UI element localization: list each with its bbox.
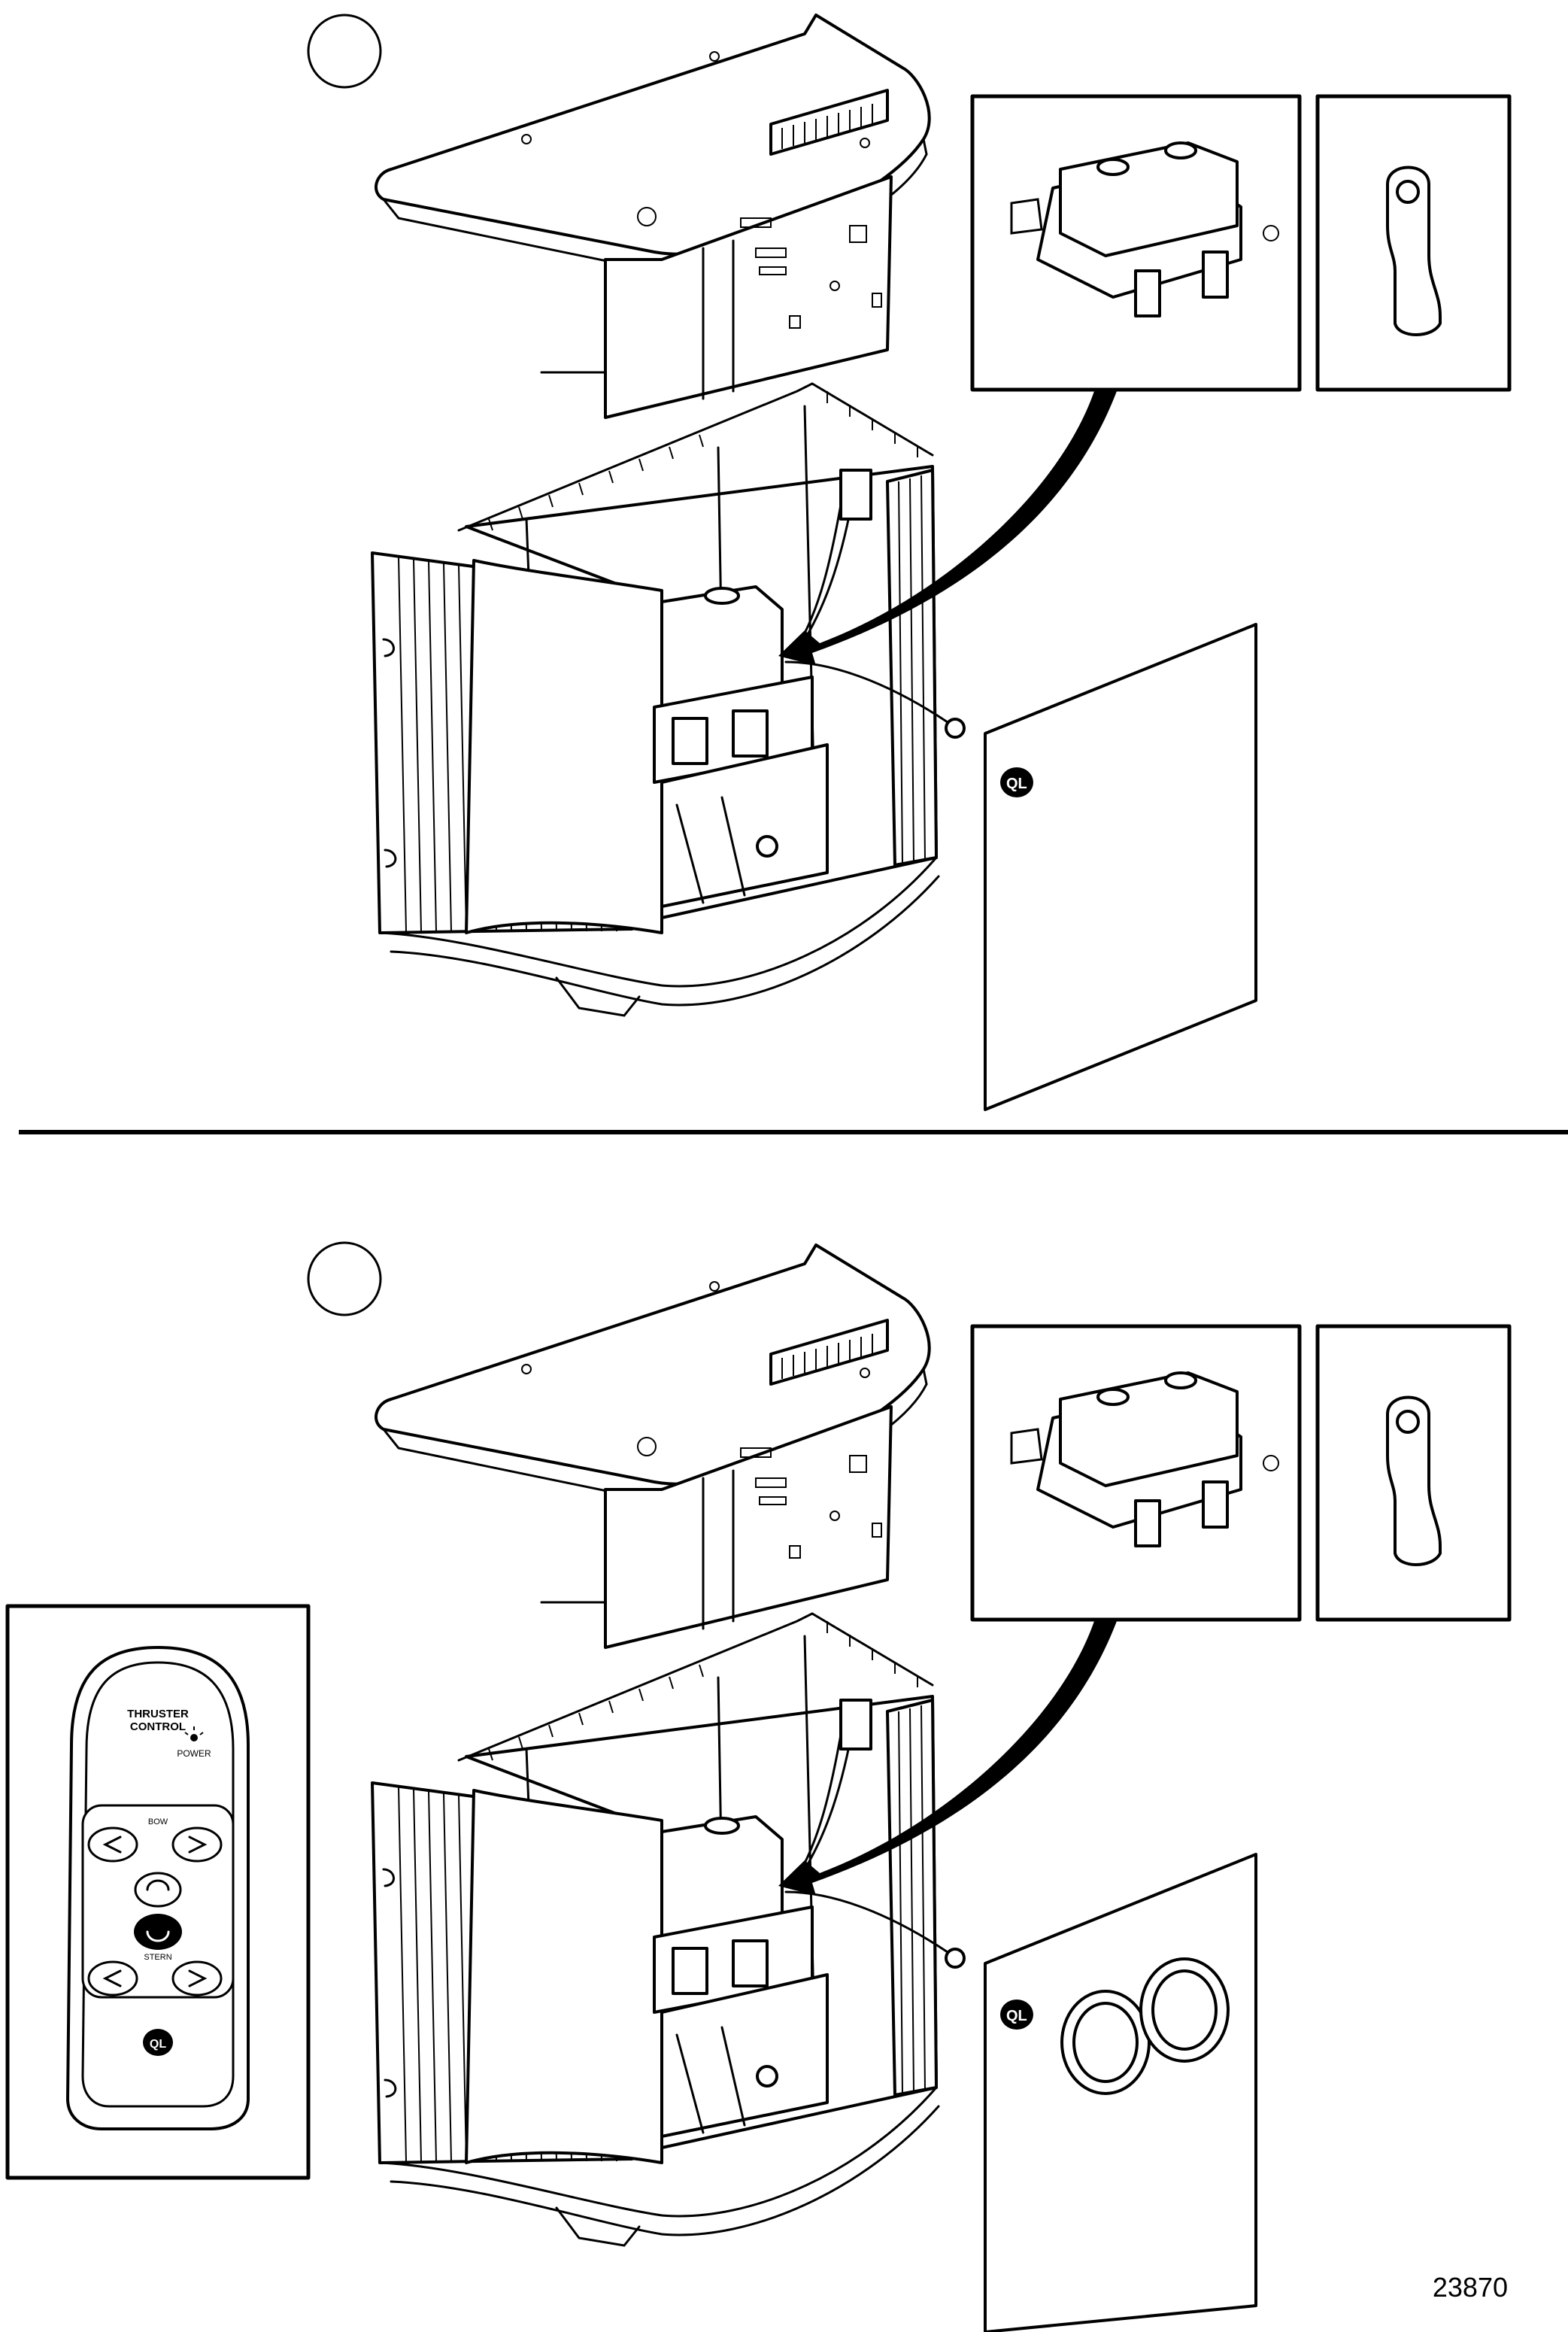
rotate-counterclockwise-button[interactable] bbox=[134, 1914, 182, 1950]
step-1-marker bbox=[307, 14, 382, 89]
panel-2: QL THRUSTER CONTROL POWER BOW bbox=[5, 1241, 1512, 2332]
relay-detail-1 bbox=[970, 94, 1302, 392]
stern-right-button[interactable] bbox=[171, 1960, 223, 1996]
cover-logo-1: QL bbox=[1006, 776, 1027, 792]
remote-stern-label: STERN bbox=[144, 1953, 171, 1962]
step-2-marker bbox=[307, 1241, 382, 1316]
arrow-panel-1 bbox=[778, 391, 1117, 666]
bow-right-button[interactable] bbox=[171, 1826, 223, 1863]
power-indicator-icon bbox=[184, 1726, 204, 1741]
cable-lug-detail-2 bbox=[1315, 1324, 1512, 1622]
figure-reference-number: 23870 bbox=[1432, 2272, 1508, 2303]
panel-1: QL bbox=[307, 14, 1512, 1111]
cable-lug-detail-1 bbox=[1315, 94, 1512, 392]
remote-logo bbox=[143, 2029, 173, 2056]
remote-title-line2: CONTROL bbox=[130, 1720, 186, 1733]
bow-left-button[interactable] bbox=[87, 1826, 138, 1863]
remote-logo-text: QL bbox=[150, 2038, 166, 2051]
arrow-panel-2 bbox=[778, 1621, 1117, 1896]
remote-power-label: POWER bbox=[177, 1748, 211, 1759]
rotate-clockwise-button[interactable] bbox=[134, 1872, 182, 1908]
remote-control-detail: THRUSTER CONTROL POWER BOW bbox=[5, 1604, 311, 2180]
cover-plate-2: QL bbox=[984, 1853, 1257, 2332]
cover-plate-1: QL bbox=[984, 623, 1257, 1111]
remote-title-line1: THRUSTER bbox=[127, 1708, 189, 1720]
cover-logo-2: QL bbox=[1006, 2008, 1027, 2024]
stern-left-button[interactable] bbox=[87, 1960, 138, 1996]
relay-detail-2 bbox=[970, 1324, 1302, 1622]
remote-bow-label: BOW bbox=[148, 1817, 168, 1826]
